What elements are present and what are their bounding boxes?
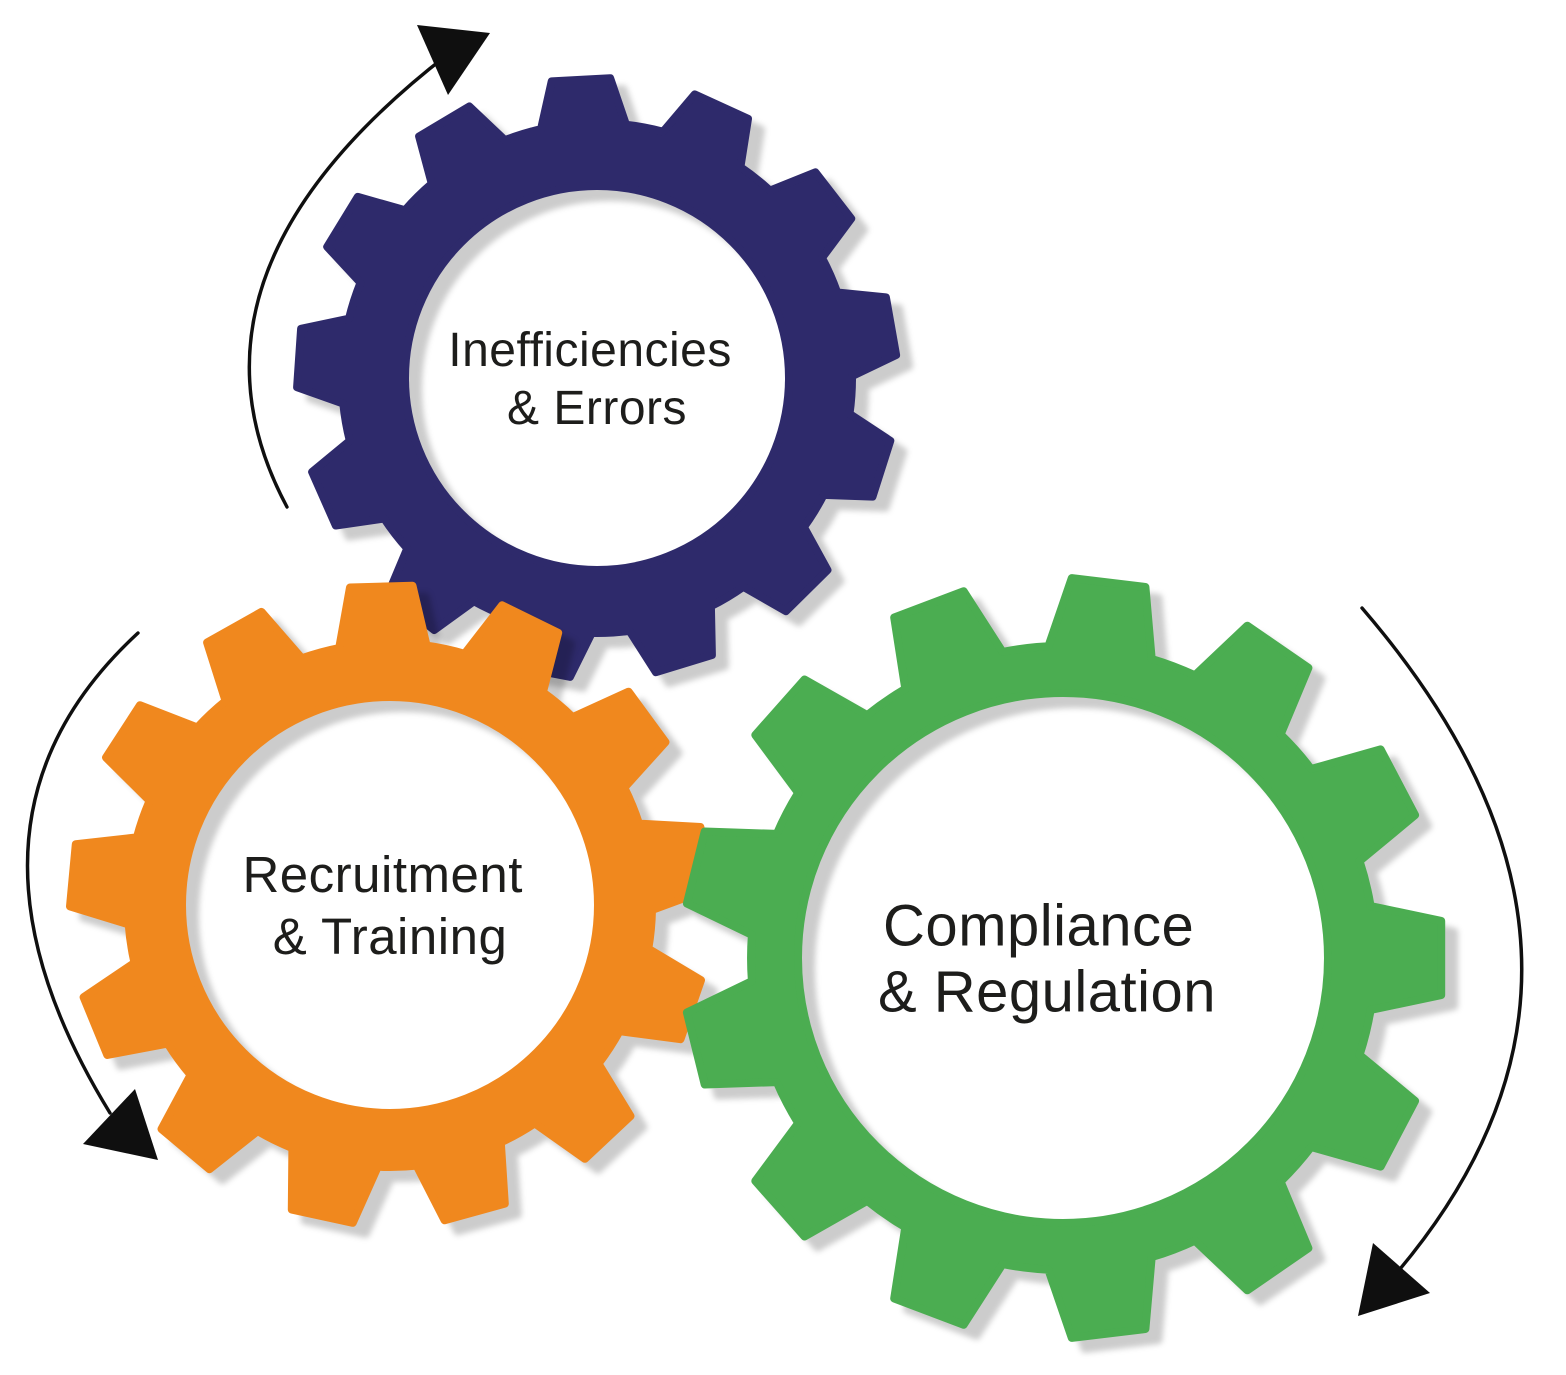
- arrow-arc: [25, 631, 140, 1115]
- gear-label-line2: & Regulation: [878, 959, 1216, 1024]
- arrowhead-icon: [417, 25, 490, 95]
- arrow-arc: [1360, 606, 1524, 1277]
- gear-label-line2: & Training: [273, 908, 508, 965]
- gear-recruitment-training: Recruitment & Training: [66, 581, 714, 1227]
- rotation-arrow-left: [25, 631, 158, 1160]
- gear-label-line1: Compliance: [883, 893, 1194, 958]
- rotation-arrow-right: [1358, 606, 1524, 1316]
- gear-shape-green: [682, 574, 1446, 1342]
- gear-label-inefficiencies-errors: Inefficiencies & Errors: [448, 324, 745, 435]
- arrowhead-icon: [1358, 1243, 1430, 1316]
- gear-label-line1: Recruitment: [242, 846, 522, 903]
- arrow-arc: [247, 53, 449, 509]
- gear-label-line1: Inefficiencies: [448, 324, 732, 377]
- gear-shape-orange: [66, 581, 714, 1227]
- gear-shape-navy: [293, 74, 901, 681]
- rotation-arrow-top: [247, 25, 490, 509]
- gear-compliance-regulation: Compliance & Regulation: [682, 574, 1446, 1342]
- arrowhead-icon: [83, 1089, 158, 1160]
- gear-label-compliance-regulation: Compliance & Regulation: [878, 893, 1216, 1024]
- gear-label-recruitment-training: Recruitment & Training: [242, 846, 537, 965]
- gear-label-line2: & Errors: [507, 382, 687, 435]
- gear-inefficiencies-errors: Inefficiencies & Errors: [293, 74, 901, 681]
